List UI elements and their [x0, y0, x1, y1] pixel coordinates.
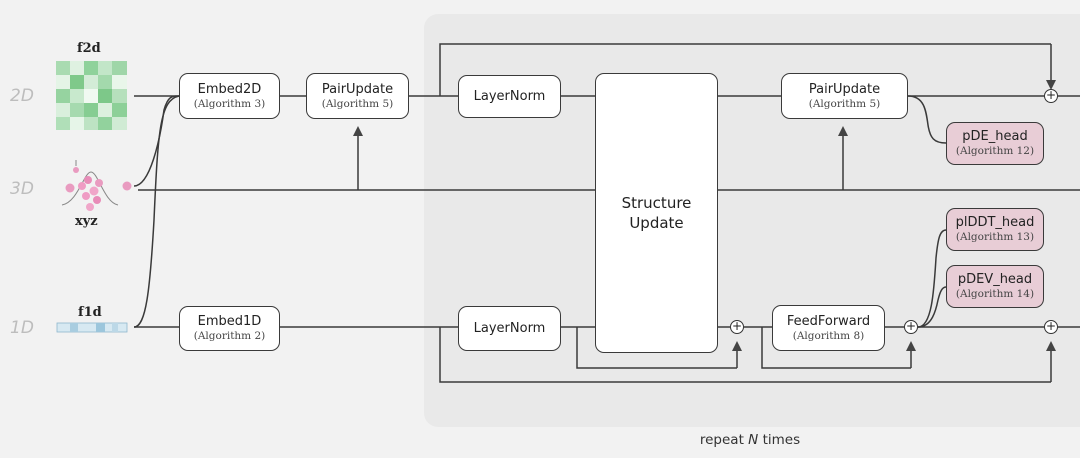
embed1d-box: Embed1D (Algorithm 2)	[179, 306, 280, 351]
repeat-caption: repeat N times	[600, 432, 900, 448]
residual-add-2d: +	[1044, 88, 1058, 103]
pdev-head-sub: (Algorithm 14)	[955, 288, 1035, 300]
xyz-point-cloud	[61, 160, 132, 211]
pairupdate-loop-title: PairUpdate	[808, 81, 881, 97]
f2d-heatmap	[56, 61, 127, 130]
pde-head-title: pDE_head	[962, 129, 1028, 144]
pairupdate-pre-box: PairUpdate (Algorithm 5)	[306, 73, 409, 119]
layernorm-2d-box: LayerNorm	[458, 75, 561, 118]
embed1d-title: Embed1D	[197, 314, 262, 329]
f1d-strip	[56, 322, 128, 333]
structure-update-line1: Structure	[621, 194, 692, 212]
embed2d-box: Embed2D (Algorithm 3)	[179, 73, 280, 119]
pde-head-sub: (Algorithm 12)	[955, 145, 1035, 157]
residual-add-1d-loop: +	[1044, 319, 1058, 334]
pairupdate-pre-title: PairUpdate	[321, 81, 394, 97]
structure-update-box: Structure Update	[595, 73, 718, 353]
pairupdate-loop-sub: (Algorithm 5)	[808, 97, 881, 110]
connector-lines	[133, 43, 1080, 383]
feedforward-sub: (Algorithm 8)	[792, 329, 865, 342]
embed2d-title: Embed2D	[197, 81, 262, 97]
input-label-f2d: f2d	[77, 41, 101, 56]
row-label-2d: 2D	[10, 86, 34, 106]
plddt-head-box: plDDT_head (Algorithm 13)	[946, 208, 1044, 251]
structure-update-line2: Update	[629, 214, 684, 232]
layernorm-1d-title: LayerNorm	[473, 320, 546, 336]
row-label-3d: 3D	[10, 179, 34, 199]
residual-add-1d-feedforward: +	[904, 319, 918, 334]
pde-head-box: pDE_head (Algorithm 12)	[946, 122, 1044, 165]
pairupdate-pre-sub: (Algorithm 5)	[321, 97, 394, 110]
embed2d-sub: (Algorithm 3)	[193, 97, 266, 110]
input-label-f1d: f1d	[78, 305, 102, 320]
repeat-n: N	[748, 432, 759, 448]
residual-add-1d-structure: +	[730, 319, 744, 334]
pdev-head-title: pDEV_head	[957, 272, 1033, 287]
repeat-suffix: times	[758, 432, 801, 448]
plddt-head-title: plDDT_head	[955, 215, 1035, 230]
layernorm-1d-box: LayerNorm	[458, 306, 561, 351]
repeat-prefix: repeat	[699, 432, 749, 448]
feedforward-box: FeedForward (Algorithm 8)	[772, 305, 885, 351]
layernorm-2d-title: LayerNorm	[473, 88, 546, 104]
plddt-head-sub: (Algorithm 13)	[955, 231, 1035, 243]
embed1d-sub: (Algorithm 2)	[193, 330, 266, 342]
feedforward-title: FeedForward	[786, 313, 871, 329]
row-label-1d: 1D	[10, 318, 34, 338]
pdev-head-box: pDEV_head (Algorithm 14)	[946, 265, 1044, 308]
pairupdate-loop-box: PairUpdate (Algorithm 5)	[781, 73, 908, 119]
input-label-xyz: xyz	[75, 214, 98, 229]
